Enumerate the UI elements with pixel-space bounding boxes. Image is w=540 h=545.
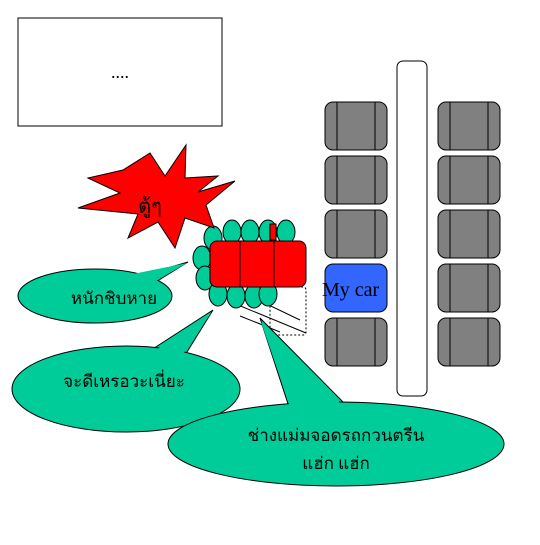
parked-cars-right-column — [437, 101, 501, 367]
parked-car — [324, 155, 388, 205]
speech-bubble-3-text-line-1: ช่างแม่มจอดรถกวนตรีน — [248, 426, 425, 445]
parked-car — [437, 263, 501, 313]
parked-cars-left-column: My car — [322, 101, 388, 367]
speech-bubble-1: หนักชิบหาย — [17, 261, 189, 324]
parking-divider — [396, 60, 428, 397]
parked-car — [324, 101, 388, 151]
speech-bubble-1-text: หนักชิบหาย — [71, 289, 157, 308]
parked-car — [324, 317, 388, 367]
parked-car — [324, 209, 388, 259]
my-car: My car — [322, 263, 388, 313]
crash-burst-text: ตู้ๆ — [138, 196, 162, 219]
speech-bubble-3-text-line-2: แฮ่ก แฮ่ก — [302, 454, 370, 473]
parked-car — [437, 155, 501, 205]
caption-text: .... — [111, 62, 129, 82]
parked-car — [437, 101, 501, 151]
parked-car — [437, 209, 501, 259]
parked-car — [437, 317, 501, 367]
my-car-label: My car — [322, 279, 380, 301]
speech-bubble-2-text: จะดีเหรอวะเนี่ยะ — [63, 369, 185, 391]
crash-burst: ตู้ๆ — [77, 143, 236, 250]
caption-box: .... — [17, 17, 223, 127]
speech-bubble-2: จะดีเหรอวะเนี่ยะ — [11, 309, 241, 433]
pushed-red-car — [209, 223, 307, 288]
speech-bubble-3: ช่างแม่มจอดรถกวนตรีน แฮ่ก แฮ่ก — [167, 317, 505, 487]
